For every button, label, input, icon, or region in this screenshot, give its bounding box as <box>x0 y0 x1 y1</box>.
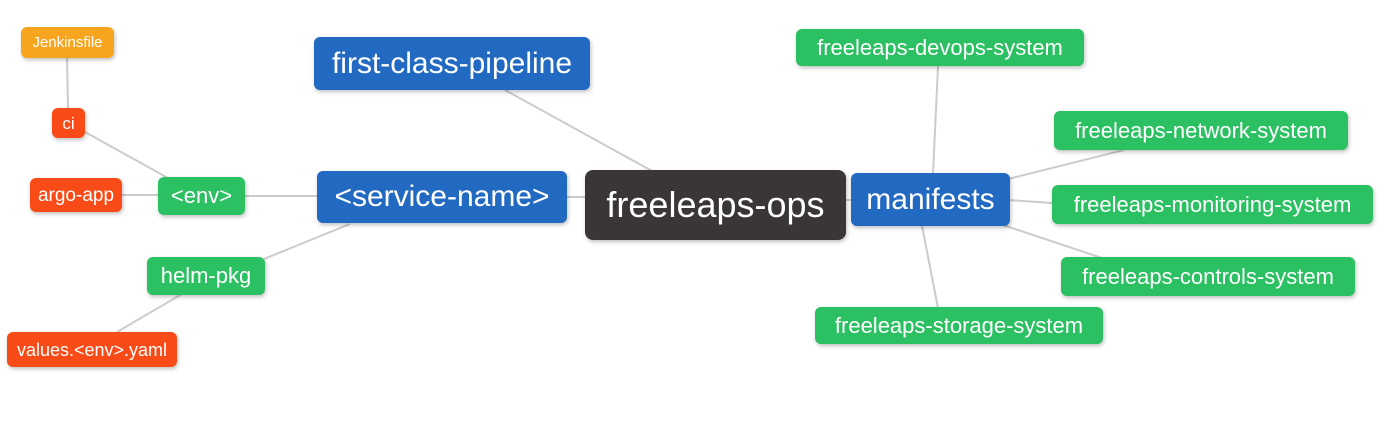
node-label: first-class-pipeline <box>331 46 573 80</box>
node-label: argo-app <box>37 184 115 206</box>
node-label: freeleaps-storage-system <box>834 312 1084 338</box>
node-freeleaps-controls-system[interactable]: freeleaps-controls-system <box>1061 257 1355 296</box>
node-argo-app[interactable]: argo-app <box>30 178 122 212</box>
node-root-freeleaps-ops[interactable]: freeleaps-ops <box>585 170 846 240</box>
node-manifests[interactable]: manifests <box>851 173 1010 226</box>
edge-manifests-devops <box>932 65 939 175</box>
node-ci[interactable]: ci <box>52 108 85 138</box>
node-freeleaps-network-system[interactable]: freeleaps-network-system <box>1054 111 1348 150</box>
edge-manifests-storage <box>921 225 939 309</box>
node-label: <service-name> <box>334 180 550 213</box>
edge-helm-pkg-values <box>116 293 183 333</box>
node-label: manifests <box>866 182 995 216</box>
edge-manifests-monitoring <box>1007 199 1053 204</box>
node-first-class-pipeline[interactable]: first-class-pipeline <box>314 37 590 90</box>
node-helm-pkg[interactable]: helm-pkg <box>147 257 265 295</box>
node-freeleaps-devops-system[interactable]: freeleaps-devops-system <box>796 29 1084 66</box>
edge-service-name-helm-pkg <box>263 223 351 260</box>
node-label: freeleaps-network-system <box>1075 117 1327 143</box>
node-env[interactable]: <env> <box>158 177 245 215</box>
edge-pipeline-root <box>504 89 653 172</box>
edge-manifests-controls <box>999 223 1103 259</box>
edge-ci-env <box>84 131 169 179</box>
edge-manifests-network <box>1007 149 1125 180</box>
edge-jenkinsfile-ci <box>66 57 69 109</box>
node-label: ci <box>62 113 75 133</box>
node-freeleaps-storage-system[interactable]: freeleaps-storage-system <box>815 307 1103 344</box>
node-label: <env> <box>170 183 233 208</box>
node-label: freeleaps-devops-system <box>817 34 1063 60</box>
node-label: values.<env>.yaml <box>16 339 168 360</box>
node-label: helm-pkg <box>160 263 252 288</box>
node-label: freeleaps-ops <box>606 184 825 225</box>
node-label: freeleaps-monitoring-system <box>1073 191 1352 217</box>
node-freeleaps-monitoring-system[interactable]: freeleaps-monitoring-system <box>1052 185 1373 224</box>
node-service-name[interactable]: <service-name> <box>317 171 567 223</box>
node-label: freeleaps-controls-system <box>1082 263 1334 289</box>
node-jenkinsfile[interactable]: Jenkinsfile <box>21 27 114 58</box>
node-values-env-yaml[interactable]: values.<env>.yaml <box>7 332 177 367</box>
node-label: Jenkinsfile <box>32 34 103 51</box>
